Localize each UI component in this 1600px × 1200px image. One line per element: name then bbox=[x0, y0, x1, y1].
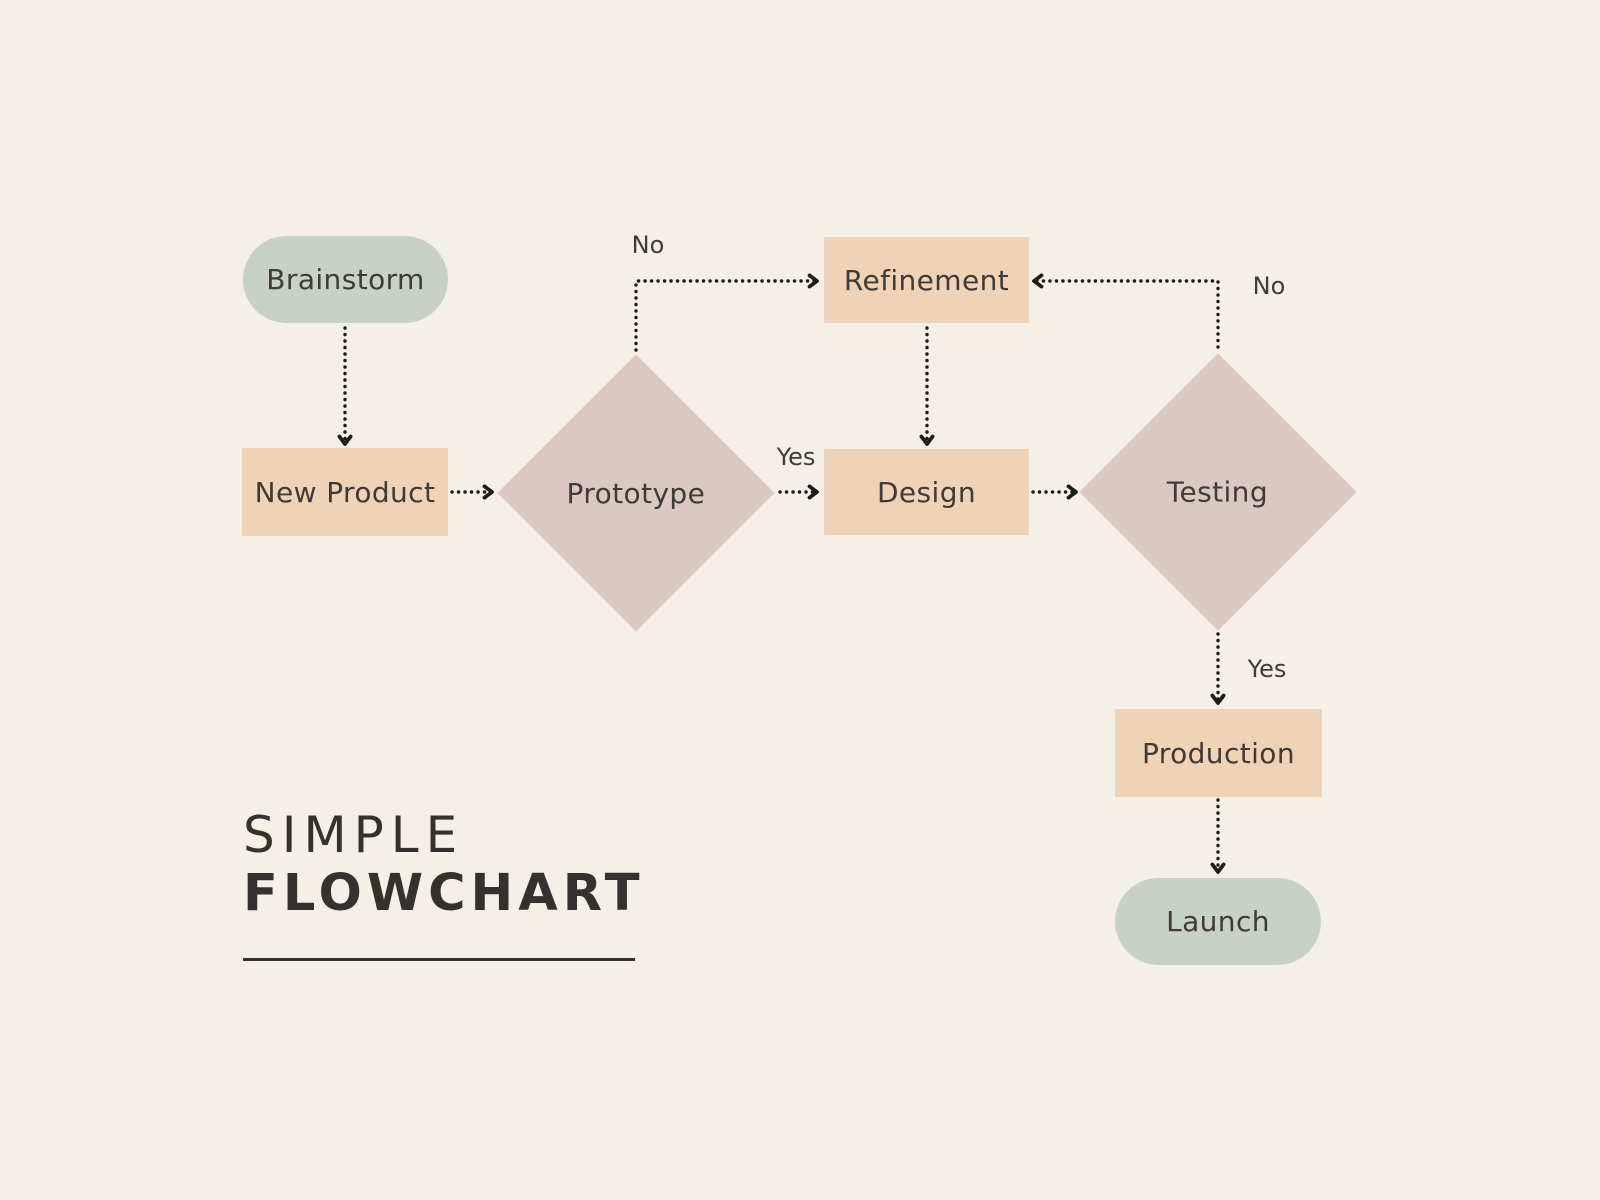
node-launch-label: Launch bbox=[1166, 905, 1270, 938]
node-brainstorm-label: Brainstorm bbox=[266, 263, 425, 296]
edge-label-testing-no: No bbox=[1252, 272, 1286, 300]
title-underline bbox=[243, 958, 635, 961]
node-design: Design bbox=[824, 449, 1029, 535]
chart-title-line2: FLOWCHART bbox=[243, 864, 645, 923]
node-production: Production bbox=[1115, 709, 1322, 797]
chart-title: SIMPLE FLOWCHART bbox=[243, 806, 644, 961]
node-testing: Testing bbox=[1079, 353, 1357, 631]
node-testing-label: Testing bbox=[1167, 475, 1269, 509]
node-prototype: Prototype bbox=[497, 354, 775, 632]
node-new-product: New Product bbox=[242, 448, 448, 536]
node-launch: Launch bbox=[1115, 878, 1321, 965]
node-refinement: Refinement bbox=[824, 237, 1029, 323]
edge-label-prototype-no: No bbox=[631, 231, 665, 259]
node-design-label: Design bbox=[876, 475, 977, 509]
edge-prototype-no-to-refinement bbox=[634, 273, 819, 352]
edge-label-prototype-yes: Yes bbox=[776, 443, 816, 471]
edge-label-testing-yes: Yes bbox=[1247, 655, 1287, 683]
node-production-label: Production bbox=[1142, 736, 1295, 770]
node-prototype-label: Prototype bbox=[566, 476, 706, 510]
node-new-product-label: New Product bbox=[254, 475, 436, 509]
chart-title-line1: SIMPLE bbox=[243, 806, 465, 864]
node-brainstorm: Brainstorm bbox=[243, 236, 448, 323]
node-refinement-label: Refinement bbox=[843, 263, 1010, 297]
edge-testing-no-to-refinement bbox=[1032, 273, 1220, 349]
